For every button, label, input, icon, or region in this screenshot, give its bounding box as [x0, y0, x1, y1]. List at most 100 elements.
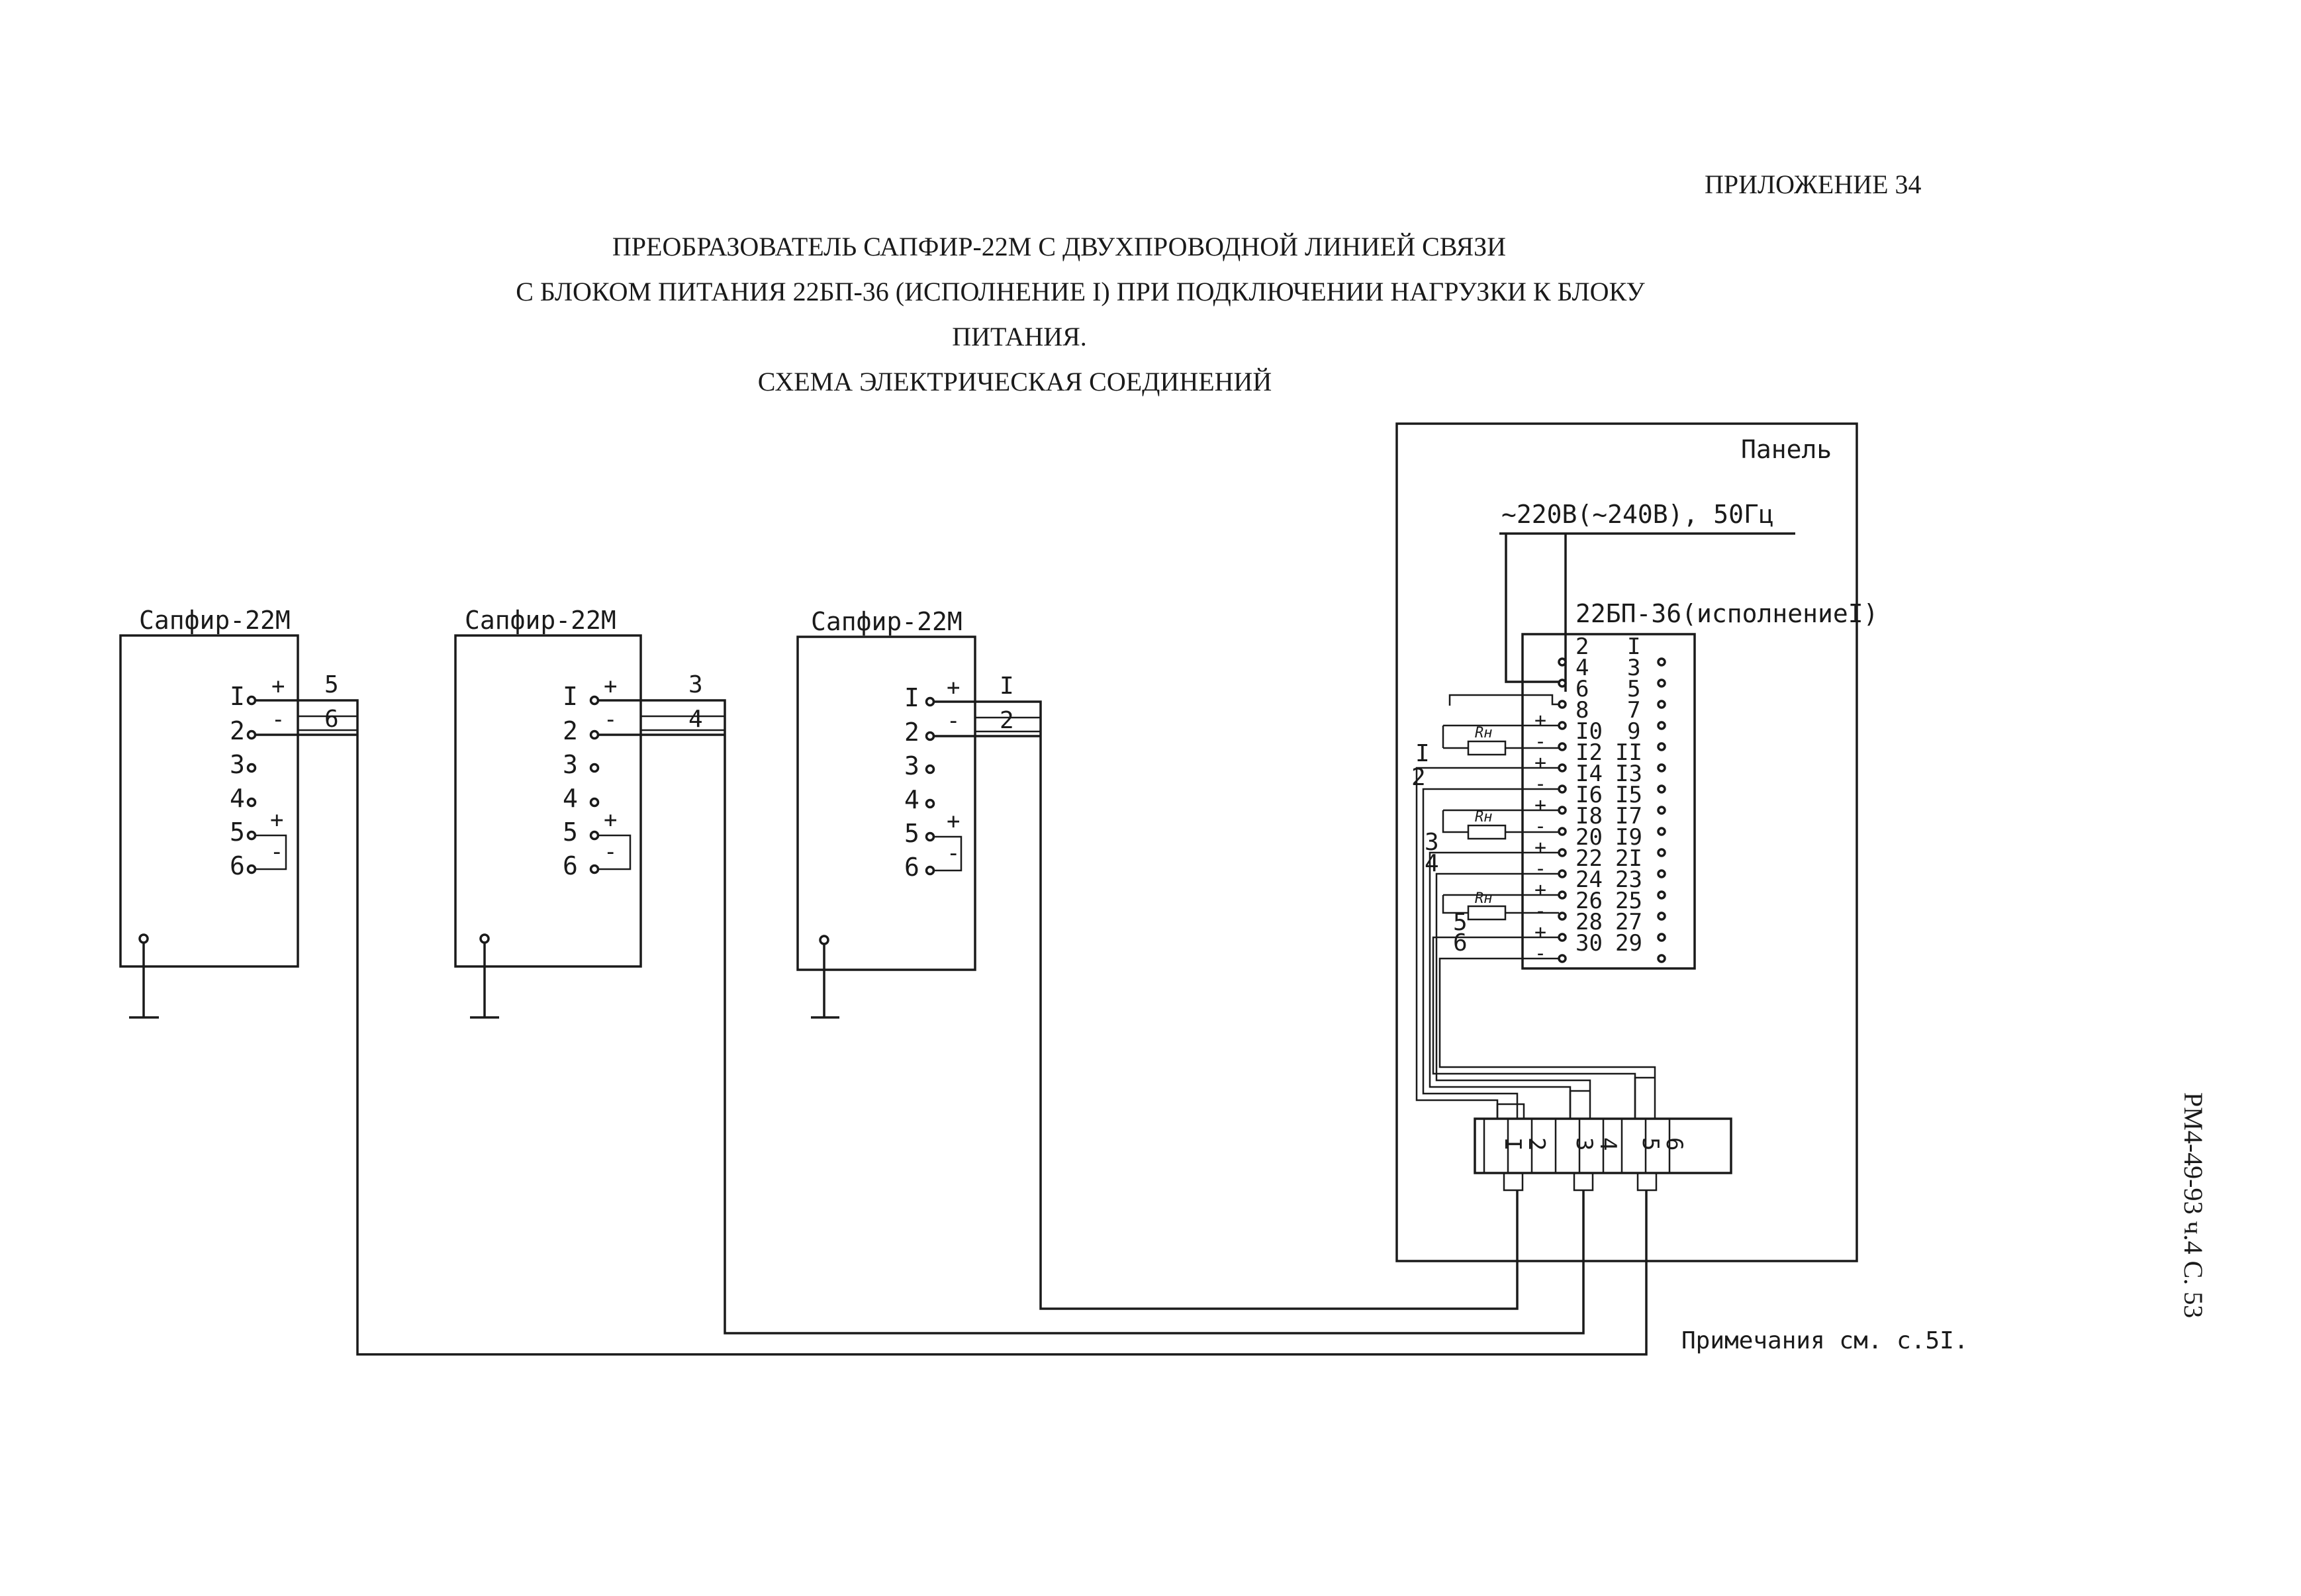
panel: Панель ~220В(~240В), 50Гц 22БП-36(исполн… — [1395, 422, 1879, 1262]
pu-left-13: 26 — [1575, 888, 1603, 914]
pu-wire-6: 6 — [1453, 929, 1468, 957]
t1-terminal-6: 6 — [230, 851, 245, 880]
tb-terminal-1: I — [1499, 1137, 1526, 1150]
t2-terminal-2: 2 — [563, 716, 578, 745]
t1-minus: - — [271, 706, 285, 733]
t1-terminal-3: 3 — [230, 750, 245, 779]
title-line-1: ПРЕОБРАЗОВАТЕЛЬ САПФИР-22М С ДВУХПРОВОДН… — [612, 232, 1506, 261]
pol-1: + — [1534, 709, 1546, 732]
pol-8: - — [1534, 857, 1546, 880]
pu-right-7: I3 — [1615, 761, 1642, 787]
supply-label: ~220В(~240В), 50Гц — [1501, 500, 1774, 529]
pu-wire-4: 4 — [1425, 850, 1439, 877]
t2-wire-plus: 3 — [688, 671, 703, 698]
pu-right-13: 25 — [1615, 888, 1642, 914]
t3-plus-5: + — [947, 808, 960, 835]
left-terminal-column: 2 4 6 8 I0 I2 I4 I6 I8 20 22 24 26 28 30 — [1575, 634, 1603, 957]
appendix-label: ПРИЛОЖЕНИЕ 34 — [1705, 169, 1922, 199]
rn-2-label: Rн — [1475, 809, 1493, 825]
tb-terminal-2: 2 — [1523, 1137, 1550, 1150]
tb-terminal-4: 4 — [1595, 1137, 1621, 1150]
pu-right-3: 5 — [1627, 676, 1640, 702]
pu-left-11: 22 — [1575, 845, 1603, 872]
t2-plus: + — [604, 673, 617, 700]
load-resistor-1: Rн — [1442, 724, 1559, 756]
t1-wire-plus: 5 — [324, 671, 339, 698]
pol-7: + — [1534, 836, 1546, 859]
t1-plus: + — [271, 673, 285, 700]
t3-minus: - — [947, 708, 960, 734]
load-resistor-2: Rн — [1442, 809, 1559, 840]
pu-left-1: 2 — [1575, 634, 1589, 660]
t1-terminal-4: 4 — [230, 784, 245, 813]
t3-terminal-4: 4 — [904, 785, 919, 814]
pu-right-9: I7 — [1615, 803, 1642, 829]
title-line-3: ПИТАНИЯ. — [952, 322, 1087, 352]
tb-terminal-3: 3 — [1571, 1137, 1597, 1150]
pu-right-14: 27 — [1615, 909, 1642, 935]
t3-terminal-1: I — [904, 683, 919, 712]
t2-terminal-3: 3 — [563, 750, 578, 779]
t2-terminal-6: 6 — [563, 851, 578, 880]
t1-terminal-1: I — [230, 682, 245, 711]
pu-left-6: I2 — [1575, 739, 1603, 766]
pu-wire-5: 5 — [1453, 909, 1468, 936]
pol-5: + — [1534, 794, 1546, 817]
pu-left-14: 28 — [1575, 909, 1603, 935]
title-line-4: СХЕМА ЭЛЕКТРИЧЕСКАЯ СОЕДИНЕНИЙ — [758, 367, 1272, 397]
pol-9: + — [1534, 878, 1546, 902]
pu-left-2: 4 — [1575, 655, 1589, 681]
notes-reference: Примечания см. с.5I. — [1681, 1327, 1968, 1354]
right-terminal-column: I 3 5 7 9 II I3 I5 I7 I9 2I 23 25 27 29 — [1615, 634, 1642, 957]
pu-left-10: 20 — [1575, 824, 1603, 851]
pu-right-15: 29 — [1615, 930, 1642, 957]
t3-terminal-5: 5 — [904, 819, 919, 848]
pu-left-4: 8 — [1575, 697, 1589, 724]
pu-left-15: 30 — [1575, 930, 1603, 957]
terminal-block: I 2 3 4 5 6 — [1474, 1117, 1732, 1194]
pu-right-6: II — [1615, 739, 1642, 766]
power-unit-label: 22БП-36(исполнениеI) — [1575, 599, 1879, 628]
t3-minus-6: - — [947, 840, 960, 867]
pol-6: - — [1534, 815, 1546, 838]
t2-terminal-1: I — [563, 682, 578, 711]
t3-terminal-6: 6 — [904, 853, 919, 882]
transmitter-2: Сапфир-22М I 2 3 4 5 6 + - + - 3 4 — [454, 606, 1585, 1335]
t1-terminal-2: 2 — [230, 716, 245, 745]
t2-wire-minus: 4 — [688, 706, 703, 733]
pol-2: - — [1534, 730, 1546, 753]
t3-plus: + — [947, 675, 960, 701]
t3-wire-plus: I — [1000, 673, 1014, 700]
pu-wire-1: I — [1415, 740, 1430, 767]
pu-right-1: I — [1627, 634, 1640, 660]
transmitter-3-name: Сапфир-22М — [811, 607, 963, 636]
t2-minus-6: - — [604, 839, 617, 865]
pol-12: - — [1534, 942, 1546, 965]
t1-minus-6: - — [270, 839, 283, 865]
pu-left-3: 6 — [1575, 676, 1589, 702]
t2-plus-5: + — [604, 807, 617, 833]
t3-wire-minus: 2 — [1000, 707, 1014, 734]
t2-terminal-4: 4 — [563, 784, 578, 813]
t2-minus: - — [604, 706, 617, 733]
rn-3-label: Rн — [1475, 890, 1493, 907]
document-code: РМ4-49-93 ч.4 С. 53 — [2179, 1092, 2208, 1318]
pol-11: + — [1534, 921, 1546, 944]
pu-right-11: 2I — [1615, 845, 1642, 872]
t3-terminal-3: 3 — [904, 751, 919, 780]
pu-left-12: 24 — [1575, 867, 1603, 893]
t1-wire-minus: 6 — [324, 706, 339, 733]
pu-right-4: 7 — [1627, 697, 1640, 724]
pu-wire-2: 2 — [1411, 764, 1426, 791]
t2-terminal-5: 5 — [563, 818, 578, 847]
load-resistor-3: Rн — [1442, 890, 1559, 921]
transmitter-3: Сапфир-22М I 2 3 4 5 6 + - + - I 2 — [796, 607, 1519, 1310]
pu-left-8: I6 — [1575, 782, 1603, 808]
rn-1-label: Rн — [1475, 725, 1493, 741]
pu-right-8: I5 — [1615, 782, 1642, 808]
tb-terminal-6: 6 — [1661, 1137, 1687, 1150]
transmitter-2-name: Сапфир-22М — [465, 606, 616, 635]
pu-left-7: I4 — [1575, 761, 1603, 787]
pu-left-5: I0 — [1575, 718, 1603, 745]
